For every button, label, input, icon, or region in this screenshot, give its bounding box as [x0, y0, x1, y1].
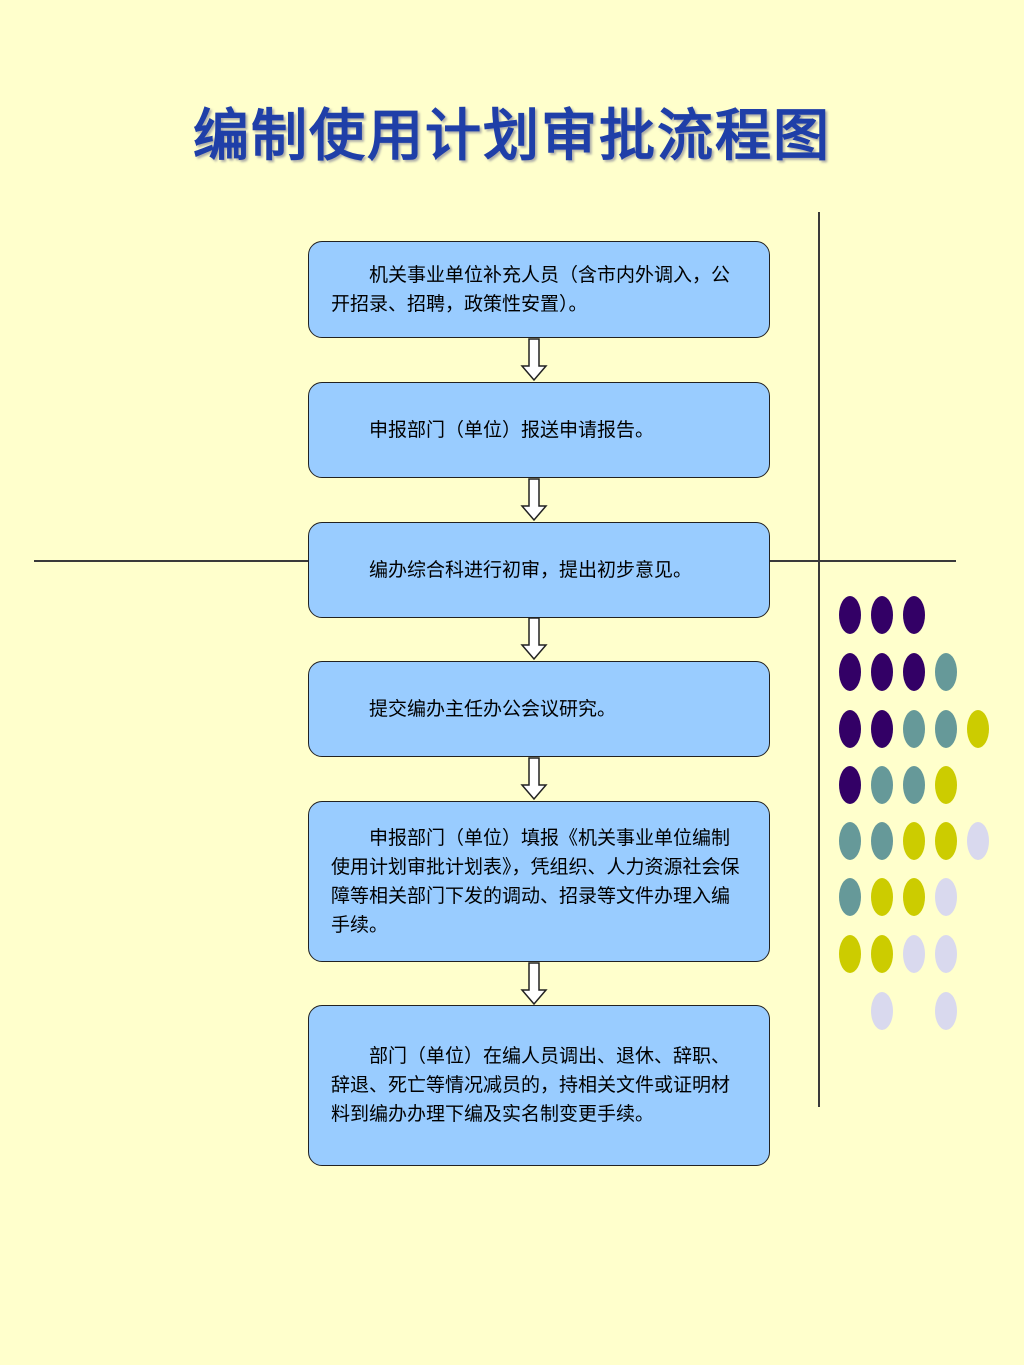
- decorative-dot: [839, 822, 861, 860]
- page-title: 编制使用计划审批流程图: [193, 103, 831, 169]
- down-arrow-icon: [520, 338, 548, 382]
- decorative-dot: [871, 766, 893, 804]
- down-arrow-icon: [520, 617, 548, 661]
- decorative-dot: [839, 878, 861, 916]
- decorative-dot: [935, 653, 957, 691]
- decorative-dot: [839, 710, 861, 748]
- flow-step-6-text: 部门（单位）在编人员调出、退休、辞职、辞退、死亡等情况减员的，持相关文件或证明材…: [331, 1045, 731, 1125]
- flow-step-2-text: 申报部门（单位）报送申请报告。: [369, 418, 655, 441]
- decorative-dot: [871, 822, 893, 860]
- decorative-dot: [903, 653, 925, 691]
- decorative-dot: [935, 935, 957, 973]
- decorative-dot: [935, 710, 957, 748]
- decorative-dot: [903, 596, 925, 634]
- horizontal-divider-line-left: [34, 560, 309, 562]
- down-arrow-icon: [520, 757, 548, 801]
- decorative-dot: [903, 878, 925, 916]
- flow-step-5: 申报部门（单位）填报《机关事业单位编制使用计划审批计划表》，凭组织、人力资源社会…: [308, 801, 770, 962]
- decorative-dot: [839, 935, 861, 973]
- flow-step-2: 申报部门（单位）报送申请报告。: [308, 382, 770, 478]
- decorative-dot: [903, 710, 925, 748]
- decorative-dot: [871, 878, 893, 916]
- decorative-dot: [839, 766, 861, 804]
- decorative-dot: [871, 935, 893, 973]
- flow-step-3-text: 编办综合科进行初审，提出初步意见。: [369, 558, 693, 581]
- decorative-dot: [967, 822, 989, 860]
- decorative-dot: [839, 596, 861, 634]
- decorative-dot: [839, 653, 861, 691]
- decorative-dot: [871, 710, 893, 748]
- vertical-divider-line: [818, 212, 820, 1107]
- down-arrow-icon: [520, 962, 548, 1006]
- flow-step-4-text: 提交编办主任办公会议研究。: [369, 697, 617, 720]
- horizontal-divider-line-right: [770, 560, 956, 562]
- decorative-dot: [935, 878, 957, 916]
- decorative-dot: [935, 822, 957, 860]
- flow-step-6: 部门（单位）在编人员调出、退休、辞职、辞退、死亡等情况减员的，持相关文件或证明材…: [308, 1005, 770, 1166]
- decorative-dot: [903, 935, 925, 973]
- decorative-dot: [871, 653, 893, 691]
- decorative-dot: [871, 992, 893, 1030]
- flow-step-1-text: 机关事业单位补充人员（含市内外调入，公开招录、招聘，政策性安置）。: [331, 263, 731, 315]
- flow-step-4: 提交编办主任办公会议研究。: [308, 661, 770, 757]
- decorative-dot: [903, 822, 925, 860]
- flow-step-1: 机关事业单位补充人员（含市内外调入，公开招录、招聘，政策性安置）。: [308, 241, 770, 338]
- decorative-dot: [935, 766, 957, 804]
- decorative-dot: [935, 992, 957, 1030]
- decorative-dot: [967, 710, 989, 748]
- flow-step-5-text: 申报部门（单位）填报《机关事业单位编制使用计划审批计划表》，凭组织、人力资源社会…: [331, 826, 740, 936]
- flow-step-3: 编办综合科进行初审，提出初步意见。: [308, 522, 770, 618]
- down-arrow-icon: [520, 478, 548, 522]
- decorative-dot: [903, 766, 925, 804]
- decorative-dot: [871, 596, 893, 634]
